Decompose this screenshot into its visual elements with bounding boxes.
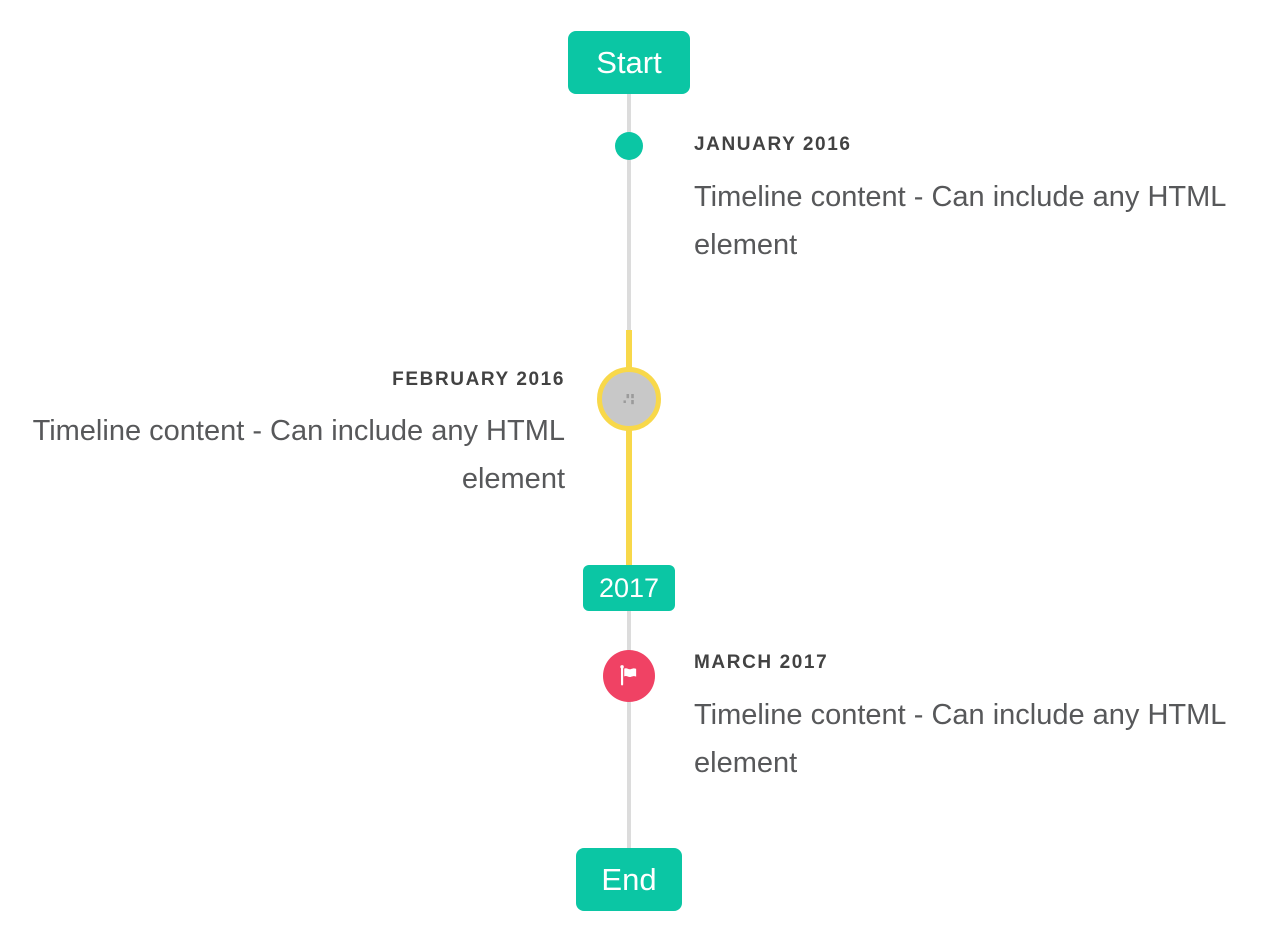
event-content-march-2017: Timeline content - Can include any HTML … (694, 699, 1226, 779)
timeline-marker-march-2017 (603, 650, 655, 702)
timeline-start-badge: Start (568, 31, 690, 94)
timeline-start-badge-label: Start (596, 44, 662, 80)
event-title-february-2016: FEBRUARY 2016 (392, 369, 565, 390)
timeline-end-badge: End (576, 848, 682, 911)
event-content-february-2016: Timeline content - Can include any HTML … (32, 415, 565, 495)
timeline-line-segment-bottom (627, 611, 631, 848)
event-title-march-2017: MARCH 2017 (694, 652, 829, 673)
event-title-january-2016: JANUARY 2016 (694, 134, 852, 155)
timeline-line-segment-top (627, 94, 631, 330)
event-content-january-2016: Timeline content - Can include any HTML … (694, 181, 1226, 261)
timeline-marker-february-2016 (597, 367, 661, 431)
flag-icon (616, 663, 642, 689)
timeline-marker-january-2016 (615, 132, 643, 160)
timeline-year-badge-label: 2017 (598, 572, 660, 603)
timeline-year-badge-2017: 2017 (583, 565, 675, 611)
timeline-end-badge-label: End (601, 861, 657, 897)
broken-image-icon (623, 393, 636, 405)
timeline-line-segment-highlighted (626, 330, 632, 568)
